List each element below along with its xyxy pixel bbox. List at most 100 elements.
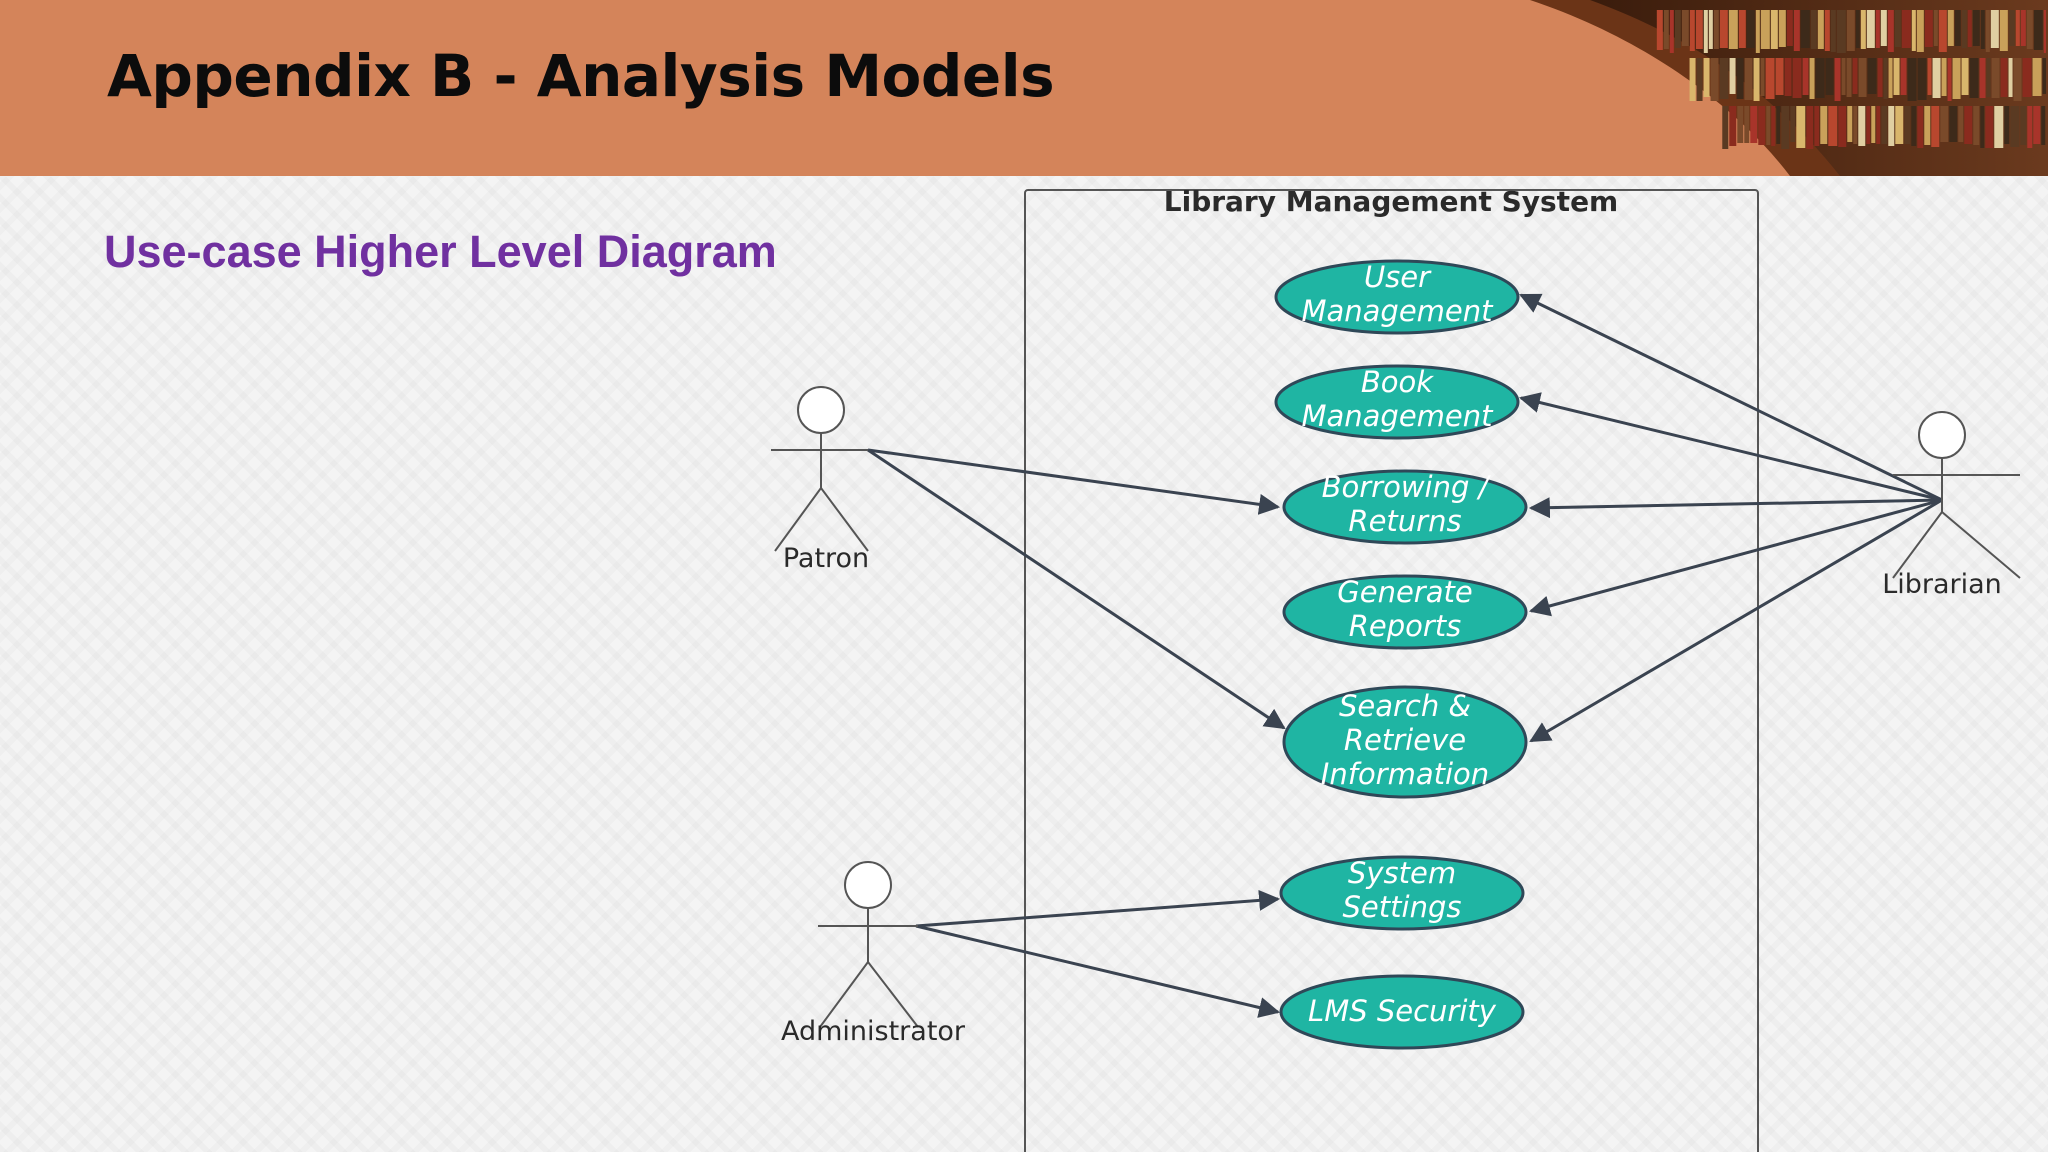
book-spine [1771,106,1776,146]
use-case-label: Borrowing / [1322,470,1492,504]
use-case-label: Book [1361,365,1434,399]
book-spine [1793,10,1800,51]
book-spine [1980,10,1985,49]
book-spine [2032,58,2042,96]
use-case-label: Information [1321,757,1489,791]
book-spine [1696,58,1703,101]
book-spine [1824,10,1830,51]
book-spine [1750,106,1758,143]
book-spine [2013,58,2022,101]
book-spine [1877,58,1883,97]
book-spine [1867,58,1877,94]
book-spine [1710,58,1719,101]
book-spine [1836,10,1846,53]
book-spine [1802,58,1809,95]
book-spine [1979,58,1986,98]
book-spine [1847,106,1853,142]
assoc-patron-borrowing [867,448,1281,515]
book-spine [1924,106,1931,145]
book-spine [1806,106,1814,149]
book-spine [1729,106,1737,146]
book-spine [1866,106,1871,144]
book-spine [1952,58,1961,99]
book-spine [2027,106,2033,148]
book-spine [2022,58,2032,97]
assoc-librarian-user-mgmt [1519,293,1943,502]
book-spine [1828,106,1838,146]
book-spine [1887,10,1894,52]
book-spine [1967,10,1972,47]
use-case-lms-security[interactable]: LMS Security [1279,974,1525,1050]
book-spine [1703,10,1708,53]
book-spine [2008,10,2015,46]
book-spine [1719,58,1729,99]
actor-librarian[interactable] [1892,411,2021,579]
header-art [0,0,2048,176]
use-case-search-retrieve[interactable]: Search & Retrieve Information [1282,685,1528,799]
book-spine [1796,106,1806,148]
book-spine [1815,58,1825,98]
assoc-librarian-book-mgmt [1518,392,1943,502]
book-spine [1830,10,1836,52]
book-spine [1911,10,1916,51]
book-spine [1825,58,1834,95]
book-spine [1814,106,1820,146]
book-spine [1931,106,1940,147]
book-spine [1938,10,1947,52]
book-spine [1933,10,1938,46]
use-case-label: System [1348,856,1456,890]
book-spine [1907,58,1917,101]
use-case-label: Search & [1339,689,1471,723]
use-case-generate-reports[interactable]: Generate Reports [1282,574,1528,650]
book-spine [2033,106,2041,144]
book-spine [1817,10,1824,49]
book-spine [1786,10,1793,46]
book-spine [1911,106,1917,146]
actor-label-librarian: Librarian [1882,569,2002,600]
book-spine [1809,58,1815,99]
book-spine [1900,58,1907,95]
use-case-system-settings[interactable]: System Settings [1279,855,1525,931]
book-spine [2042,58,2046,94]
use-case-user-management[interactable]: User Management [1274,259,1520,335]
system-boundary [1024,189,1759,1152]
actor-administrator[interactable] [818,861,919,1028]
book-spine [2015,10,2020,46]
book-spine [1901,10,1911,48]
assoc-librarian-search [1529,498,1943,743]
book-spine [1961,58,1969,95]
book-spine [2033,10,2043,50]
book-spine [1838,106,1847,147]
book-spine [1656,10,1663,50]
actor-label-patron: Patron [783,543,869,574]
assoc-librarian-borrowing [1528,497,1943,519]
use-case-label: User [1364,260,1432,294]
book-spine [1852,58,1858,94]
book-spine [1969,58,1979,98]
book-spine [1958,106,1964,142]
book-spine [1980,106,1985,148]
assoc-admin-security [915,924,1281,1018]
book-spine [1778,10,1786,47]
book-spine [1722,106,1729,149]
book-spine [1961,10,1967,48]
book-spine [1746,10,1755,48]
use-case-borrowing-returns[interactable]: Borrowing / Returns [1282,469,1528,545]
book-spine [1954,10,1961,46]
use-case-book-management[interactable]: Book Management [1274,364,1520,440]
book-spine [1744,106,1750,143]
book-spine [2008,58,2013,97]
actor-patron[interactable] [771,386,869,552]
book-spine [1713,10,1719,49]
book-spine [2020,10,2026,46]
actor-head-icon [797,386,845,434]
book-spine [1947,10,1954,46]
book-spine [1737,106,1744,143]
book-spine [1792,58,1802,98]
book-spine [1760,10,1770,49]
use-case-label: Generate [1337,575,1472,609]
actor-head-icon [844,861,892,909]
book-spine [1916,10,1924,52]
book-spine [1755,10,1760,53]
